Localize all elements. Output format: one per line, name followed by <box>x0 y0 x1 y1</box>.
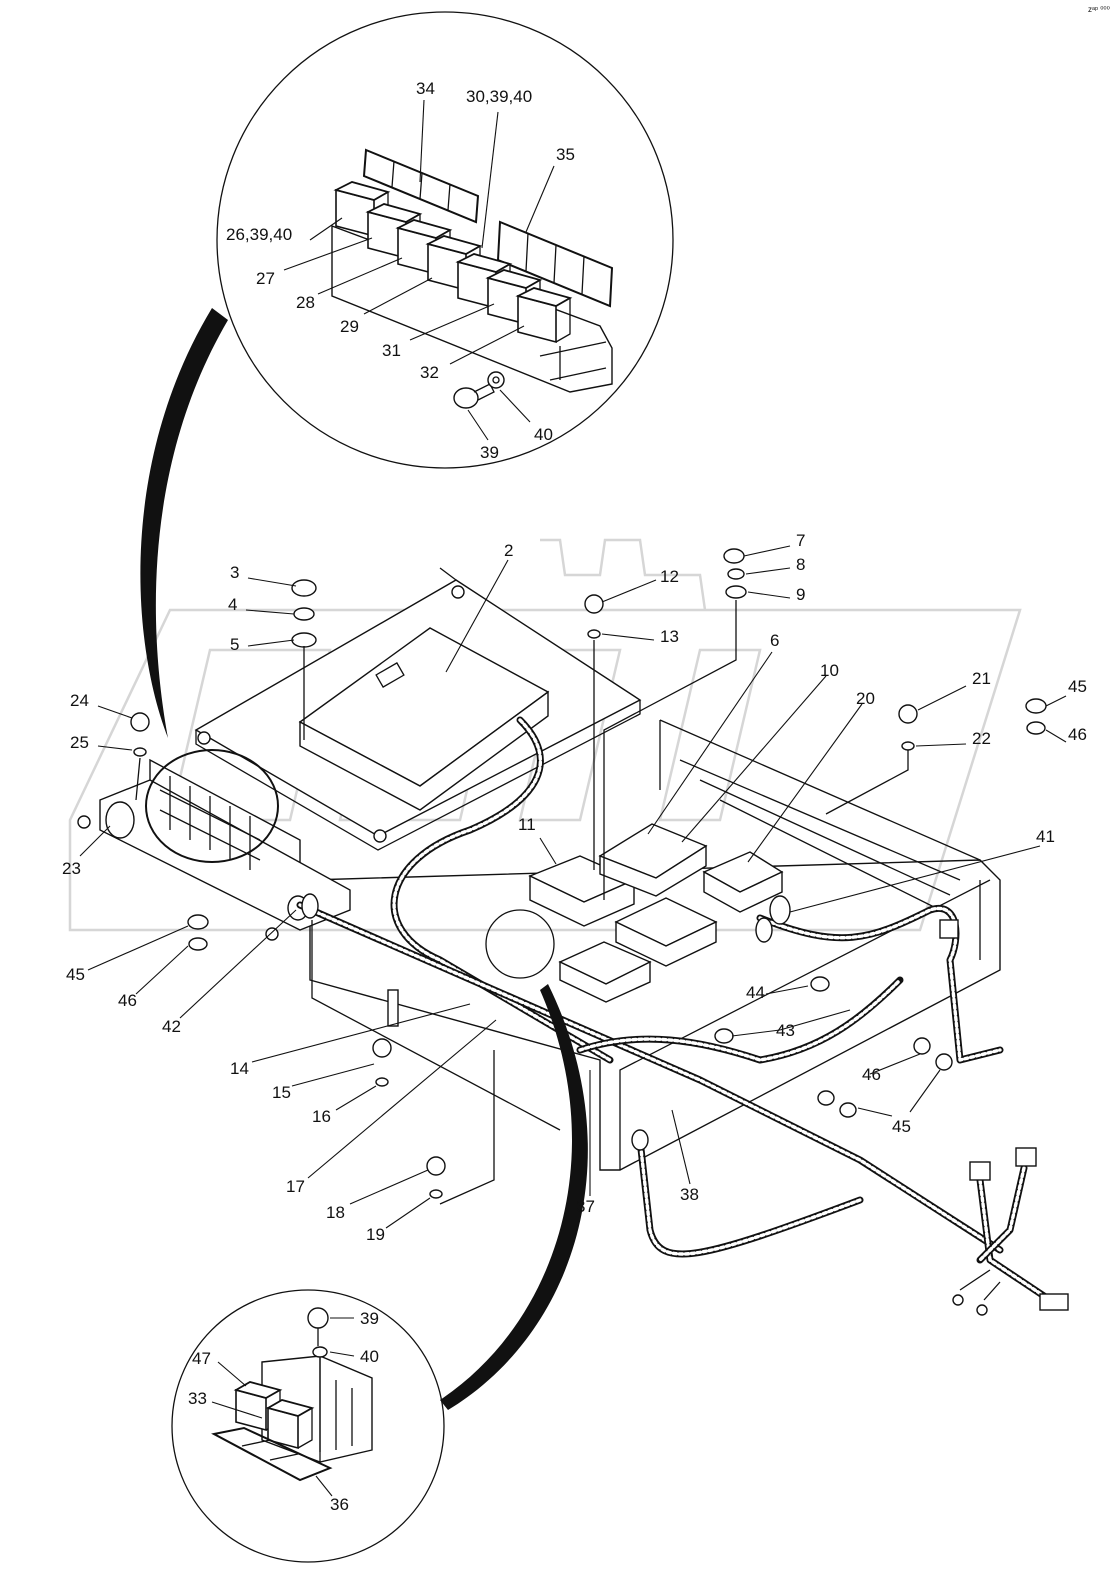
label-4: 4 <box>228 595 237 614</box>
label-29: 29 <box>340 317 359 336</box>
label-40-bottom: 40 <box>360 1347 379 1366</box>
label-35: 35 <box>556 145 575 164</box>
label-10: 10 <box>820 661 839 680</box>
top-detail-circle: 34 30,39,40 35 26,39,40 27 28 29 31 32 3… <box>140 11 674 738</box>
label-33: 33 <box>188 1389 207 1408</box>
relay-box-11 <box>528 855 636 927</box>
label-2: 2 <box>504 541 513 560</box>
label-32: 32 <box>420 363 439 382</box>
label-8: 8 <box>796 555 805 574</box>
relay-33 <box>265 1399 315 1450</box>
label-22: 22 <box>972 729 991 748</box>
label-46-lower: 46 <box>862 1065 881 1084</box>
label-16: 16 <box>312 1107 331 1126</box>
label-45-lower: 45 <box>892 1117 911 1136</box>
label-6: 6 <box>770 631 779 650</box>
label-17: 17 <box>286 1177 305 1196</box>
label-19: 19 <box>366 1225 385 1244</box>
relay-box-20 <box>702 851 784 913</box>
label-36: 36 <box>330 1495 349 1514</box>
label-11: 11 <box>518 815 536 834</box>
label-38: 38 <box>680 1185 699 1204</box>
gasket-36 <box>211 1426 333 1482</box>
label-13: 13 <box>660 627 679 646</box>
relay-31 <box>485 269 543 326</box>
label-15: 15 <box>272 1083 291 1102</box>
label-40-top: 40 <box>534 425 553 444</box>
label-34: 34 <box>416 79 435 98</box>
fasteners-main <box>130 548 1047 1205</box>
wiring-harness <box>296 716 1069 1316</box>
label-46-right: 46 <box>1068 725 1087 744</box>
relay-32 <box>515 287 573 344</box>
label-18: 18 <box>326 1203 345 1222</box>
label-45-left: 45 <box>66 965 85 984</box>
top-leaders <box>283 99 555 441</box>
label-12: 12 <box>660 567 679 586</box>
label-26-39-40: 26,39,40 <box>226 225 292 244</box>
relay-panel <box>77 749 351 941</box>
ecu-box-2 <box>298 627 550 811</box>
label-45-right: 45 <box>1068 677 1087 696</box>
washer-40-top <box>487 371 505 389</box>
relay-box-6-10 <box>598 823 708 897</box>
label-5: 5 <box>230 635 239 654</box>
label-14: 14 <box>230 1059 249 1078</box>
label-9: 9 <box>796 585 805 604</box>
label-7: 7 <box>796 531 805 550</box>
label-20: 20 <box>856 689 875 708</box>
main-assembly: 2 3 4 5 7 8 9 12 13 6 10 20 21 22 45 46 … <box>62 531 1087 1410</box>
label-41: 41 <box>1036 827 1055 846</box>
label-28: 28 <box>296 293 315 312</box>
label-3: 3 <box>230 563 239 582</box>
bottom-leaders <box>211 1317 355 1497</box>
label-43: 43 <box>776 1021 795 1040</box>
label-44: 44 <box>746 983 765 1002</box>
bottom-detail-circle: 39 40 47 33 36 <box>171 1289 445 1563</box>
label-23: 23 <box>62 859 81 878</box>
label-37: 37 <box>576 1197 595 1216</box>
relay-box-center <box>558 897 718 1003</box>
relay-47 <box>233 1381 283 1432</box>
label-31: 31 <box>382 341 401 360</box>
label-47: 47 <box>192 1349 211 1368</box>
label-39-top: 39 <box>480 443 499 462</box>
label-25: 25 <box>70 733 89 752</box>
relay-base <box>331 224 613 393</box>
screw-39-bottom <box>307 1307 329 1452</box>
screw-39-top <box>453 383 495 409</box>
label-39-bottom: 39 <box>360 1309 379 1328</box>
label-21: 21 <box>972 669 991 688</box>
corner-mark: zᵃᵖ ⁰⁰⁰ <box>1088 5 1110 14</box>
main-leaders <box>79 545 1067 1229</box>
gasket-34 <box>362 148 480 224</box>
label-24: 24 <box>70 691 89 710</box>
detail-pointer-top <box>140 308 228 738</box>
gasket-35 <box>496 220 614 308</box>
label-30-39-40: 30,39,40 <box>466 87 532 106</box>
label-42: 42 <box>162 1017 181 1036</box>
label-46-left: 46 <box>118 991 137 1010</box>
label-27: 27 <box>256 269 275 288</box>
